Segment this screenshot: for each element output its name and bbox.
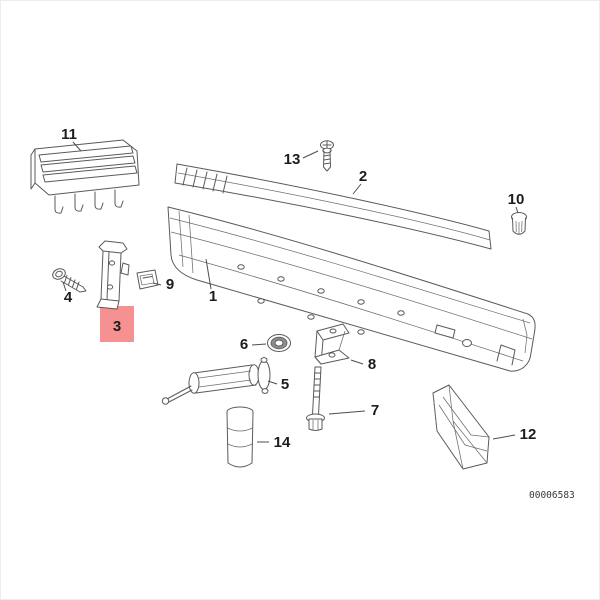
highlight-part-3 <box>100 306 134 342</box>
part-11-drawing <box>30 139 140 214</box>
part-12-label[interactable]: 12 <box>520 426 537 443</box>
leader-line-12 <box>492 434 516 440</box>
part-10-label[interactable]: 10 <box>508 191 525 208</box>
leader-line-2 <box>352 183 362 195</box>
part-7-drawing <box>306 366 325 431</box>
part-6-drawing <box>267 334 291 352</box>
leader-line-13 <box>302 150 319 159</box>
part-8-label[interactable]: 8 <box>368 356 376 373</box>
leader-lines <box>62 141 519 443</box>
part-13-drawing <box>320 140 334 172</box>
part-2-drawing <box>174 163 492 250</box>
part-11-label[interactable]: 11 <box>61 126 77 143</box>
part-6-label[interactable]: 6 <box>240 336 248 353</box>
part-5-drawing <box>161 357 271 405</box>
part-2-label[interactable]: 2 <box>359 168 367 185</box>
part-14-label[interactable]: 14 <box>274 434 291 451</box>
leader-line-4 <box>62 281 67 292</box>
leader-line-1 <box>205 258 212 290</box>
part-13-label[interactable]: 13 <box>284 151 301 168</box>
part-3-drawing <box>96 240 130 310</box>
part-1-label[interactable]: 1 <box>209 288 217 305</box>
diagram-code: 00006583 <box>529 490 575 501</box>
part-9-drawing <box>136 269 159 290</box>
part-10-drawing <box>511 212 527 235</box>
leader-line-6 <box>251 343 267 346</box>
part-4-drawing <box>52 268 87 293</box>
part-1-drawing <box>167 206 536 372</box>
part-8-drawing <box>314 323 350 365</box>
part-12-drawing <box>432 384 490 470</box>
leader-line-9 <box>152 282 162 286</box>
leader-line-8 <box>350 359 364 365</box>
part-9-label[interactable]: 9 <box>166 276 174 293</box>
part-4-label[interactable]: 4 <box>64 289 73 306</box>
part-7-label[interactable]: 7 <box>371 402 379 419</box>
leader-line-11 <box>72 141 82 152</box>
leader-line-5 <box>267 380 278 385</box>
part-5-label[interactable]: 5 <box>281 376 289 393</box>
part-3-label[interactable]: 3 <box>113 318 121 335</box>
leader-line-10 <box>515 206 519 214</box>
part-14-drawing <box>226 406 254 468</box>
leader-line-7 <box>328 410 366 415</box>
